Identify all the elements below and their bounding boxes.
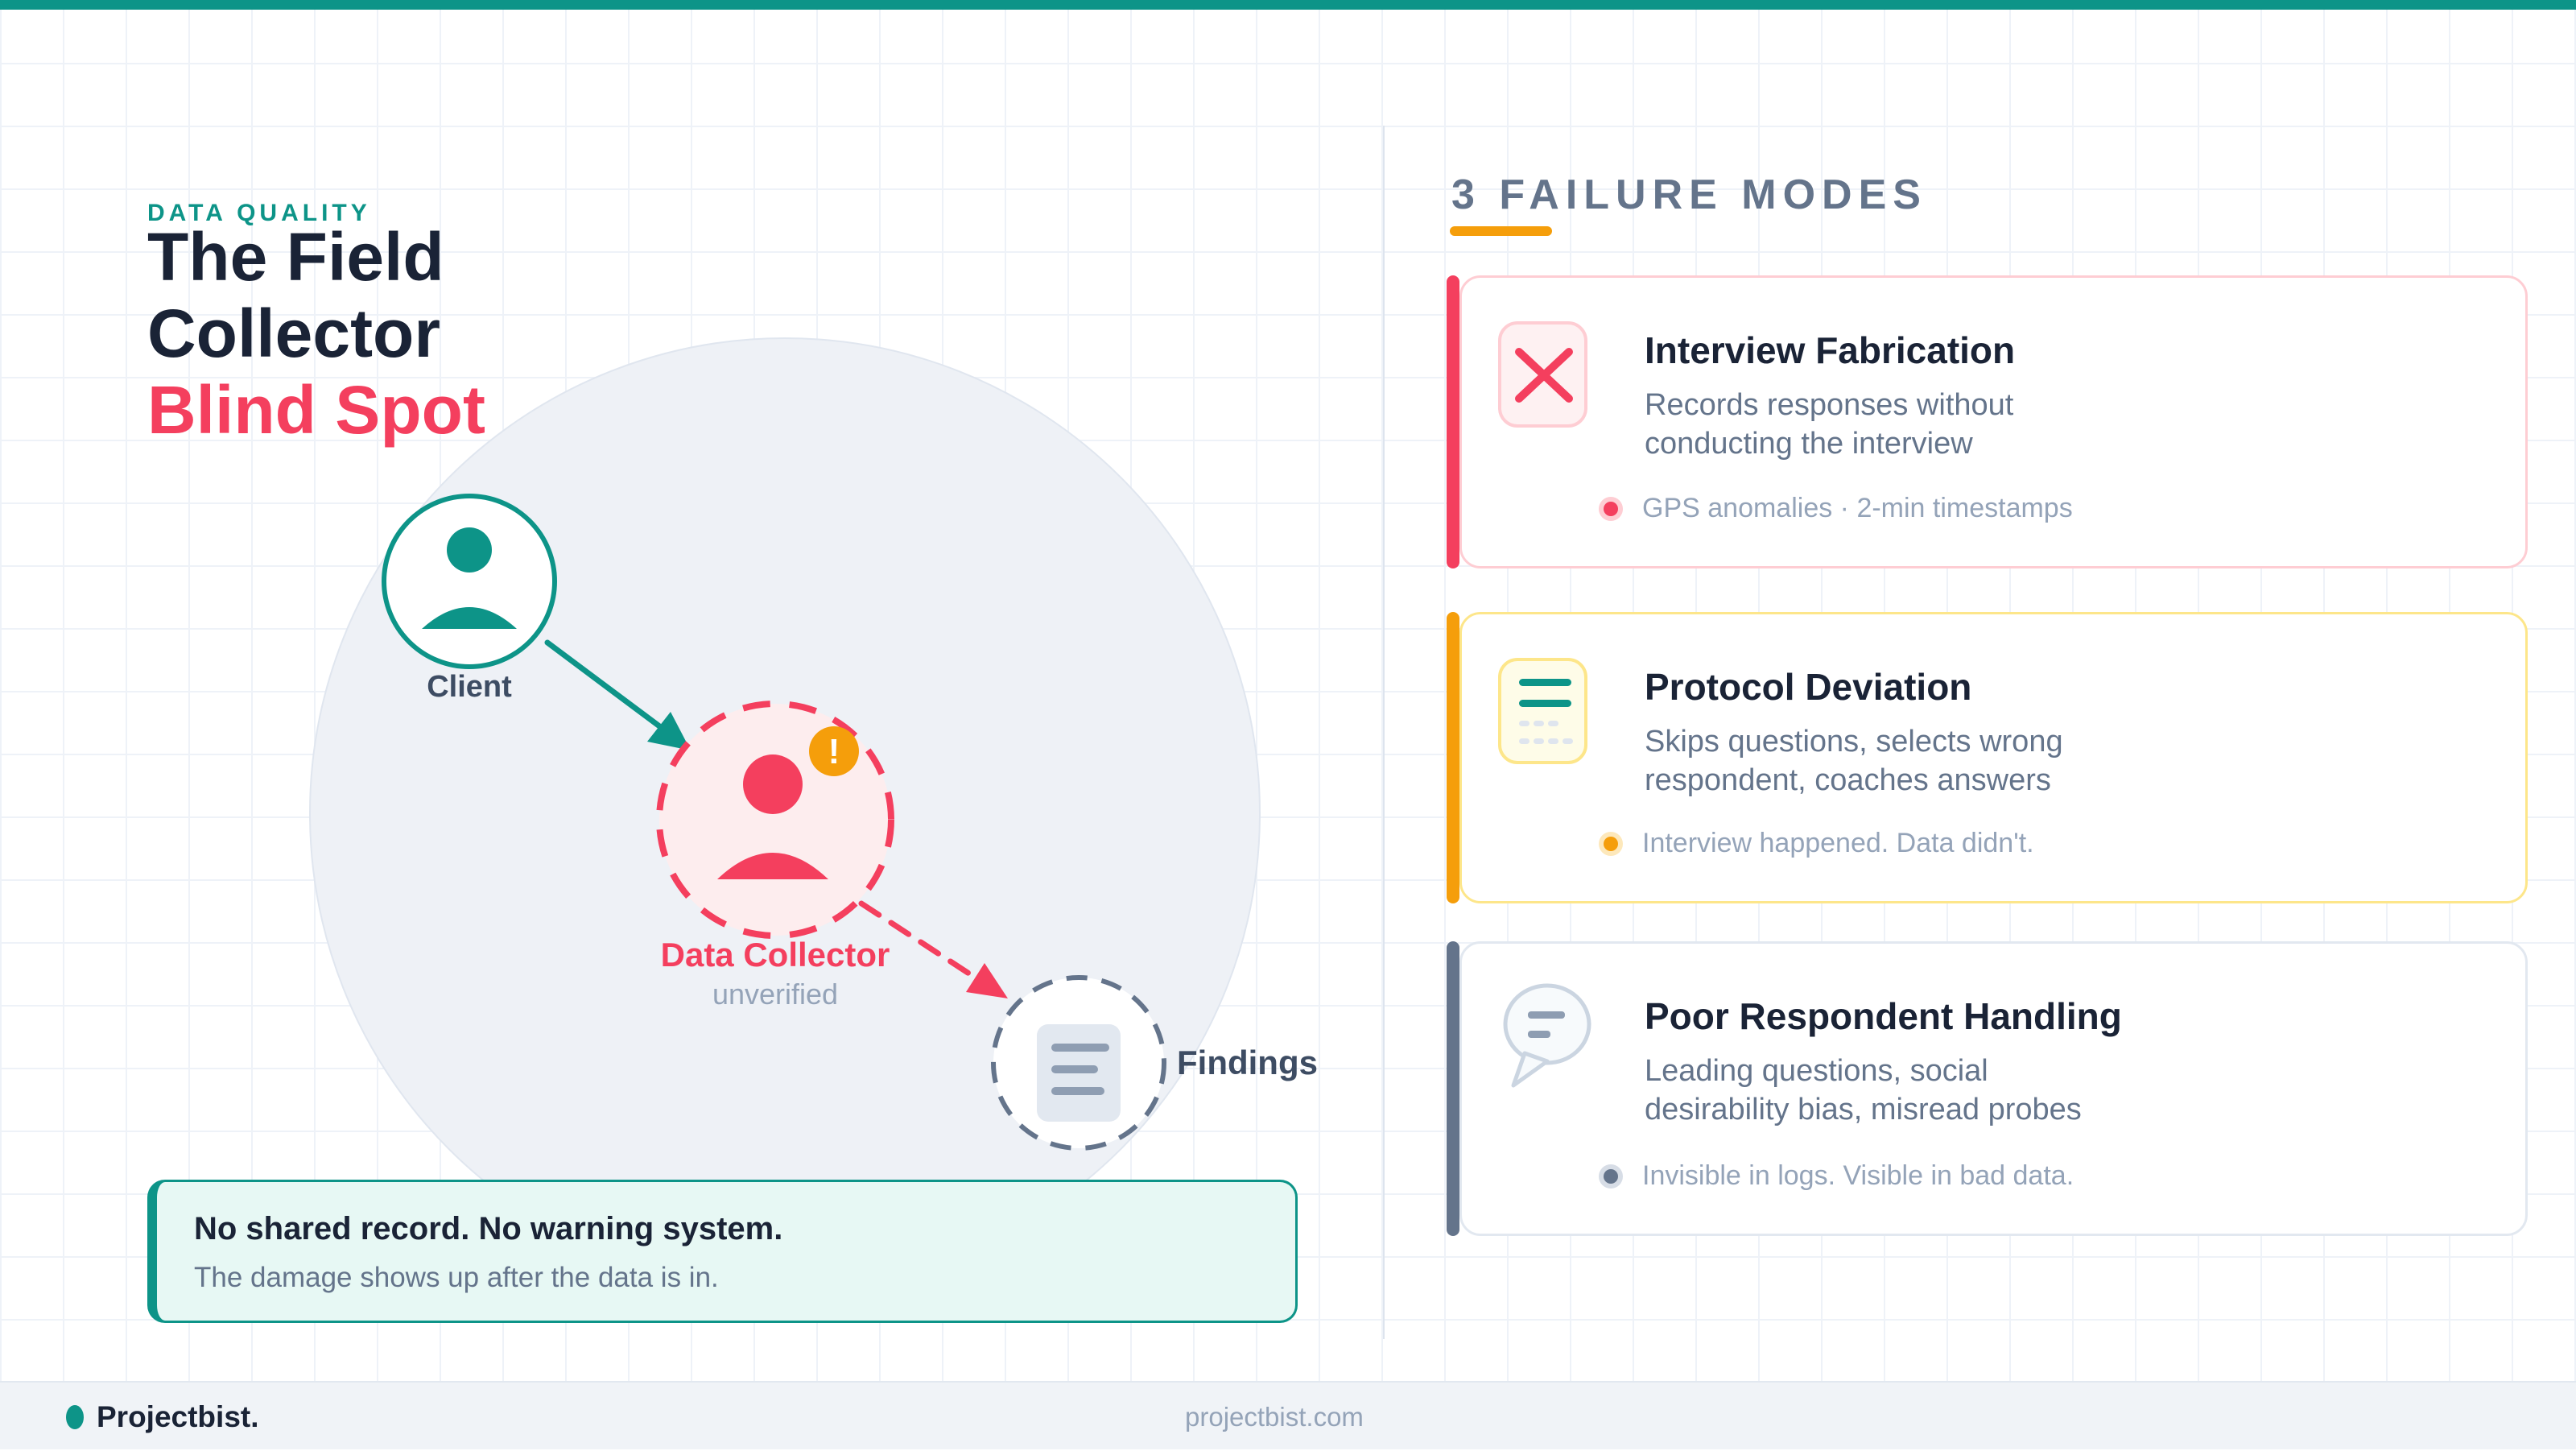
card-note: GPS anomalies · 2-min timestamps <box>1599 493 2073 524</box>
card-title: Poor Respondent Handling <box>1645 995 2122 1037</box>
client-label: Client <box>427 670 512 704</box>
failure-card-protocol-deviation: Protocol Deviation Skips questions, sele… <box>1459 612 2528 903</box>
note-text: Interview happened. Data didn't. <box>1642 828 2034 858</box>
page-title-line-1: The Field <box>147 219 444 295</box>
collector-label: Data Collector <box>660 936 890 974</box>
flow-arrow-collector-findings <box>858 900 1008 998</box>
card-accent-bar <box>1447 275 1459 568</box>
person-icon <box>422 527 517 629</box>
collector-sublabel: unverified <box>712 978 839 1011</box>
card-description: Leading questions, social desirability b… <box>1645 1054 2082 1126</box>
card-description: Records responses without conducting the… <box>1645 388 2014 461</box>
person-alert-icon <box>717 754 828 879</box>
warning-callout: No shared record. No warning system. The… <box>147 1180 1298 1323</box>
footer: Projectbist. projectbist.com <box>0 1381 2576 1449</box>
alert-badge-icon: ! <box>809 726 859 776</box>
card-title: Protocol Deviation <box>1645 666 1972 708</box>
top-accent-bar <box>0 0 2576 10</box>
brand-dot-icon <box>66 1404 84 1429</box>
card-accent-bar <box>1447 612 1459 903</box>
note-text: Invisible in logs. Visible in bad data. <box>1642 1160 2074 1191</box>
eyebrow-label: DATA QUALITY <box>147 200 371 226</box>
svg-text:!: ! <box>828 732 840 771</box>
failure-modes-heading: 3 FAILURE MODES <box>1451 172 1927 218</box>
client-circle <box>382 494 557 669</box>
document-icon <box>1037 1024 1121 1122</box>
flow-diagram: ! <box>309 337 1261 1289</box>
checklist-icon <box>1498 658 1587 764</box>
card-note: Interview happened. Data didn't. <box>1599 828 2034 859</box>
failure-card-interview-fabrication: Interview Fabrication Records responses … <box>1459 275 2528 568</box>
client-node <box>382 494 557 669</box>
card-accent-bar <box>1447 941 1459 1236</box>
brand: Projectbist. <box>66 1383 259 1451</box>
card-note: Invisible in logs. Visible in bad data. <box>1599 1160 2074 1192</box>
callout-subtitle: The damage shows up after the data is in… <box>194 1262 719 1293</box>
findings-node <box>991 975 1166 1151</box>
column-divider <box>1383 126 1385 1339</box>
page-title-line-2: Collector <box>147 296 441 371</box>
brand-name: Projectbist. <box>97 1399 259 1433</box>
flow-arrow-client-collector <box>544 639 691 750</box>
card-title: Interview Fabrication <box>1645 329 2016 371</box>
heading-underline <box>1450 226 1552 236</box>
x-icon <box>1498 321 1587 428</box>
site-url: projectbist.com <box>1185 1402 1364 1432</box>
page-title-line-3: Blind Spot <box>147 372 485 448</box>
note-text: GPS anomalies · 2-min timestamps <box>1642 493 2073 523</box>
card-description: Skips questions, selects wrong responden… <box>1645 725 2063 797</box>
note-dot-icon <box>1599 496 1623 521</box>
callout-title: No shared record. No warning system. <box>194 1211 783 1246</box>
collector-circle <box>656 701 894 939</box>
findings-label: Findings <box>1177 1044 1318 1081</box>
speech-bubble-icon <box>1497 979 1602 1104</box>
data-collector-node: ! <box>656 701 894 939</box>
page-title: The Field Collector Blind Spot <box>147 219 485 449</box>
note-dot-icon <box>1599 1164 1623 1188</box>
note-dot-icon <box>1599 831 1623 856</box>
failure-card-poor-respondent-handling: Poor Respondent Handling Leading questio… <box>1459 941 2528 1236</box>
